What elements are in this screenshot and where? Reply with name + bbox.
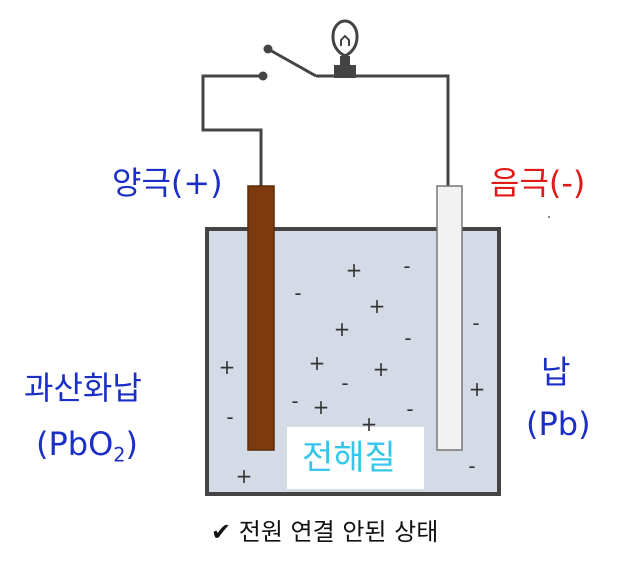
- ion-minus: -: [291, 389, 298, 413]
- ion-minus: -: [404, 326, 411, 350]
- formula-main: (PbO: [36, 425, 114, 463]
- switch-lever: [267, 47, 317, 78]
- ion-plus: +: [309, 351, 326, 375]
- status-caption: ✔ 전원 연결 안된 상태: [211, 520, 438, 544]
- ion-minus: -: [468, 454, 475, 478]
- ion-minus: -: [341, 371, 348, 395]
- lightbulb-icon: [331, 19, 359, 78]
- ion-plus: +: [313, 395, 330, 419]
- ion-minus: -: [403, 254, 410, 278]
- ion-plus: +: [219, 355, 236, 379]
- anode-material-formula: (PbO2): [36, 428, 138, 465]
- cathode-material-formula: (Pb): [526, 405, 591, 443]
- circuit-wires: [201, 47, 450, 186]
- cathode-plate: [436, 185, 463, 451]
- check-icon: ✔: [211, 518, 232, 546]
- cathode-wire-2: [356, 74, 450, 186]
- anode-material-name: 과산화납: [24, 369, 142, 407]
- cathode-material-name: 납: [541, 353, 571, 391]
- ion-plus: +: [334, 317, 351, 341]
- stray-dot: [548, 216, 550, 218]
- formula-subscript: 2: [113, 443, 126, 467]
- ion-minus: -: [226, 405, 233, 429]
- anode-plate: [247, 185, 275, 451]
- cathode-label: 음극(-): [490, 164, 586, 202]
- ion-plus: +: [346, 258, 363, 282]
- ion-plus: +: [373, 357, 390, 381]
- ion-plus: +: [469, 377, 486, 401]
- ion-plus: +: [236, 464, 253, 488]
- switch-icon: [258, 44, 273, 81]
- ion-plus: +: [361, 412, 378, 436]
- ions: + - - + + - - + + + - - + - - + + + -: [219, 254, 486, 488]
- ion-plus: +: [369, 294, 386, 318]
- ion-minus: -: [294, 281, 301, 305]
- caption-text: 전원 연결 안된 상태: [238, 518, 439, 546]
- anode-wire: [201, 74, 263, 186]
- electrolyte-label: 전해질: [302, 438, 396, 478]
- electrolyte-label-bg: [287, 427, 424, 489]
- formula-end: ): [125, 425, 138, 463]
- anode-label: 양극(+): [112, 164, 223, 202]
- ion-minus: -: [406, 397, 413, 421]
- ion-minus: -: [472, 311, 479, 335]
